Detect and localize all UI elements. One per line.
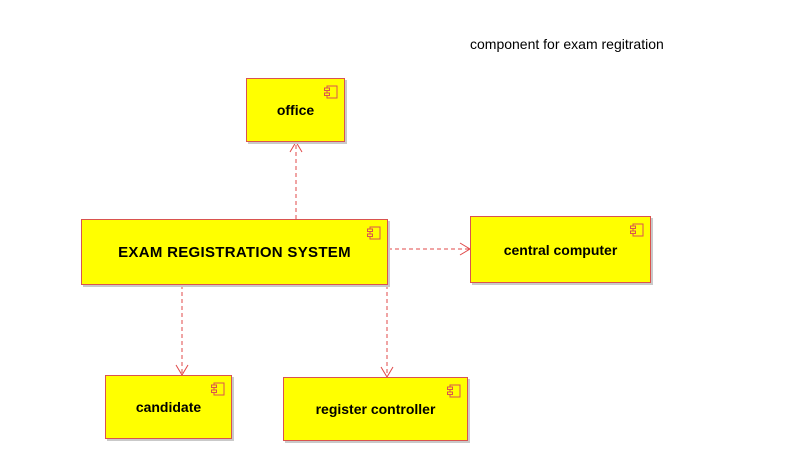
component-central-computer[interactable]: central computer: [470, 216, 651, 283]
component-label: register controller: [315, 401, 436, 417]
component-icon: [211, 382, 225, 396]
diagram-caption: component for exam regitration: [470, 36, 664, 52]
component-exam-registration-system[interactable]: EXAM REGISTRATION SYSTEM: [81, 219, 388, 285]
component-candidate[interactable]: candidate: [105, 375, 232, 439]
component-icon: [630, 223, 644, 237]
component-label: candidate: [135, 399, 202, 415]
component-label: EXAM REGISTRATION SYSTEM: [118, 243, 351, 261]
component-icon: [367, 226, 381, 240]
arrowhead-office: [289, 141, 303, 153]
component-register-controller[interactable]: register controller: [283, 377, 468, 441]
component-office[interactable]: office: [246, 78, 345, 142]
component-icon: [447, 384, 461, 398]
component-icon: [324, 85, 338, 99]
arrowhead-register-controller: [380, 366, 394, 378]
arrowhead-candidate: [175, 364, 189, 376]
component-label: central computer: [503, 241, 618, 258]
component-label: office: [276, 102, 315, 118]
arrowhead-central-computer: [459, 242, 471, 256]
